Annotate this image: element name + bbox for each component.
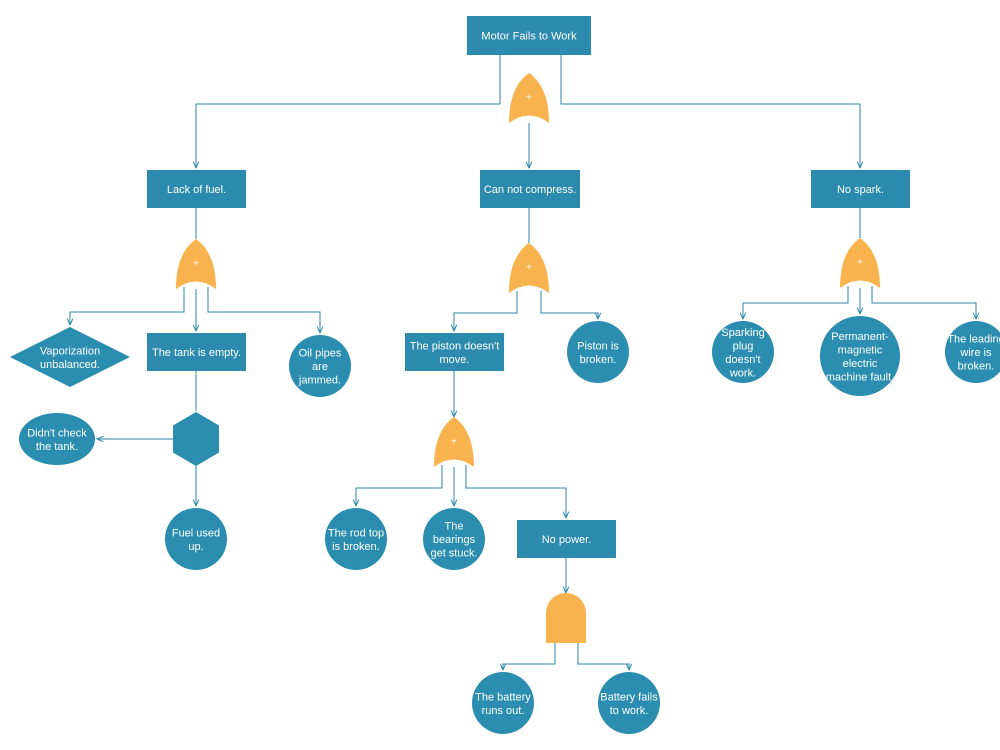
connector-line: [577, 643, 629, 670]
node-spark[interactable]: No spark.: [811, 170, 910, 208]
gate-symbol: +: [193, 259, 199, 270]
connector-line: [207, 287, 320, 333]
node-shape: [10, 327, 130, 387]
gate-or-shape: [176, 239, 216, 289]
node-nopower[interactable]: No power.: [517, 520, 616, 558]
node-shape: [147, 170, 246, 208]
connector-line: [70, 287, 185, 325]
connector-line: [560, 55, 860, 168]
gate-symbol: +: [857, 258, 863, 269]
gate-or-shape: [434, 417, 474, 467]
node-shape: [147, 333, 246, 371]
gate-or-shape: [840, 238, 880, 288]
node-shape: [567, 321, 629, 383]
gate-or-shape: [509, 73, 549, 123]
node-shape: [712, 321, 774, 383]
connector-line: [196, 55, 501, 168]
node-shape: [598, 672, 660, 734]
node-fuel[interactable]: Lack of fuel.: [147, 170, 246, 208]
gate-symbol: +: [451, 437, 457, 448]
node-label: Can not compress.: [484, 184, 576, 196]
node-compress[interactable]: Can not compress.: [480, 170, 580, 208]
connector-line: [465, 465, 566, 518]
node-shape: [472, 672, 534, 734]
node-shape: [19, 413, 95, 465]
node-shape: [289, 335, 351, 397]
connector-line: [356, 465, 443, 506]
node-shape: [405, 333, 504, 371]
node-shape: [165, 508, 227, 570]
node-shape: [820, 316, 900, 396]
node-shape: [945, 321, 1000, 383]
node-shape: [325, 508, 387, 570]
gate-and-shape: [546, 593, 586, 643]
node-label: Motor Fails to Work: [481, 31, 577, 43]
node-shape: [480, 170, 580, 208]
connector-line: [540, 291, 598, 319]
gate-or-shape: [509, 243, 549, 293]
node-label: No power.: [542, 534, 592, 546]
node-motor[interactable]: Motor Fails to Work: [467, 16, 591, 55]
gate-symbol: +: [526, 93, 532, 104]
node-label: The tank is empty.: [152, 347, 241, 359]
node-label: No spark.: [837, 184, 884, 196]
node-shape: [517, 520, 616, 558]
connector-line: [743, 286, 849, 319]
node-label: Lack of fuel.: [167, 184, 226, 196]
gate-symbol: +: [526, 263, 532, 274]
node-shape: [467, 16, 591, 55]
connector-line: [871, 286, 976, 319]
connector-line: [454, 291, 518, 331]
node-shape: [173, 412, 219, 466]
node-shape: [423, 508, 485, 570]
node-hexagon[interactable]: [173, 412, 219, 466]
node-shape: [811, 170, 910, 208]
connector-line: [503, 643, 556, 670]
node-tank[interactable]: The tank is empty.: [147, 333, 246, 371]
